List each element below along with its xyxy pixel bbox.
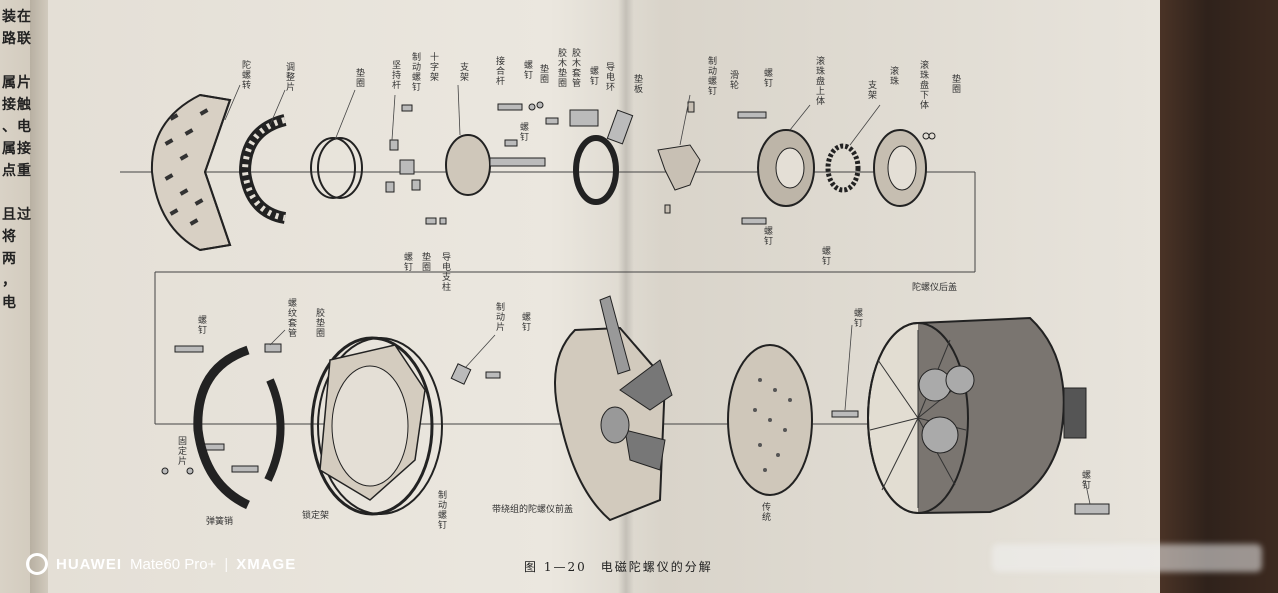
ball-race-upper-part	[737, 111, 815, 225]
label-ball-race-upper: 滚珠盘上体	[814, 56, 824, 106]
camera-watermark: HUAWEI Mate60 Pro+ | XMAGE	[26, 552, 296, 576]
label-brake-screw-b: 制动螺钉	[436, 490, 446, 530]
label-washer-1: 垫圈	[354, 68, 364, 88]
small-screws-part	[425, 101, 634, 225]
left-page-line: 且过	[2, 207, 32, 223]
left-page-line: 接触	[2, 97, 32, 113]
label-cross-frame: 十字架	[428, 52, 438, 82]
left-page-line: 属片	[2, 75, 32, 91]
label-pulley: 滑轮	[728, 70, 738, 90]
label-screw-2: 螺钉	[588, 66, 598, 86]
label-joint-rod: 接合杆	[494, 56, 504, 86]
table-surface	[1160, 0, 1278, 593]
label-gyro-rotor: 陀螺转	[240, 60, 250, 90]
label-bakelite-sleeve: 胶木套管	[570, 48, 580, 88]
brake-plate-part	[450, 363, 501, 385]
label-front-cover: 带绕组的陀螺仪前盖	[492, 505, 574, 515]
left-page-line: 装在	[2, 9, 32, 25]
camera-logo-icon	[26, 553, 48, 575]
watermark-brand: HUAWEI	[56, 555, 122, 573]
washer-rings-part	[310, 137, 363, 199]
blurred-overlay	[992, 544, 1262, 572]
label-brake-screw-2: 制动螺钉	[706, 56, 716, 96]
left-page-line: 点重	[2, 163, 32, 179]
locking-frame-part	[310, 336, 443, 516]
label-rear-cover: 陀螺仪后盖	[912, 283, 958, 293]
label-screw-b2: 螺钉	[520, 312, 530, 332]
threaded-sleeve-screw-part	[161, 343, 282, 475]
conductive-ring-part	[573, 135, 619, 205]
figure-caption: 图 1—20 电磁陀螺仪的分解	[524, 560, 713, 574]
left-page-line: 路联	[2, 31, 32, 47]
label-bracket-1: 支架	[458, 62, 468, 82]
label-ball-race-lower: 滚珠盘下体	[918, 60, 928, 110]
label-spring-pin: 弹簧销	[206, 517, 234, 527]
label-rubber-washer: 胶垫圈	[314, 308, 324, 338]
left-page-line: 将	[2, 229, 17, 245]
label-hold-rod: 坚持杆	[390, 60, 400, 90]
label-screw-mid-4: 螺钉	[402, 252, 412, 272]
ball-race-lower-part	[873, 129, 936, 207]
front-cover-part	[554, 295, 673, 522]
bracket-part	[445, 134, 546, 196]
label-fixing-piece: 固定片	[176, 436, 186, 466]
label-screw-b3: 螺钉	[852, 308, 862, 328]
label-brake-plate: 制动片	[494, 302, 504, 332]
ball-bearing-part	[825, 143, 861, 193]
cone-shield-part	[727, 344, 859, 496]
left-page-line: 两	[2, 251, 17, 267]
label-ball: 滚珠	[888, 66, 898, 86]
label-threaded-sleeve: 螺纹套管	[286, 298, 296, 338]
label-washer-mid: 垫圈	[420, 252, 430, 272]
watermark-tag: XMAGE	[236, 555, 297, 573]
left-page-line: ，	[2, 273, 17, 289]
label-screw-1: 螺钉	[522, 60, 532, 80]
label-conductive-post: 导电支柱	[440, 252, 450, 292]
left-page-line: 属接	[2, 141, 32, 157]
watermark-model: Mate60 Pro+	[130, 555, 217, 573]
label-pad-plate: 垫板	[632, 74, 642, 94]
label-screw-mid-1: 螺钉	[518, 122, 528, 142]
leader-lines	[224, 84, 1091, 505]
label-screw-3: 螺钉	[762, 68, 772, 88]
left-page-line: 、电	[2, 119, 32, 135]
label-washer-3: 垫圈	[950, 74, 960, 94]
label-screw-b4: 螺钉	[1080, 470, 1090, 490]
label-screw-mid-3: 螺钉	[820, 246, 830, 266]
label-cone: 传统	[760, 502, 770, 522]
label-screw-mid-2: 螺钉	[762, 226, 772, 246]
pulley-part	[657, 101, 701, 214]
label-washer-2: 垫圈	[538, 64, 548, 84]
label-conductive-ring: 导电环	[604, 62, 614, 92]
label-locking-frame: 锁定架	[302, 511, 330, 521]
watermark-separator: |	[224, 555, 229, 573]
label-bracket-2: 支架	[866, 80, 876, 100]
left-page-line: 电	[2, 295, 17, 311]
label-screw-b1: 螺钉	[196, 315, 206, 335]
label-adjustment-piece: 调整片	[284, 62, 294, 92]
rubber-ring-part	[193, 345, 285, 510]
rear-cover-part	[867, 316, 1110, 515]
label-bakelite-washer: 胶木垫圈	[556, 48, 566, 88]
cross-frame-part	[385, 104, 421, 193]
label-brake-screw-1: 制动螺钉	[410, 52, 420, 92]
rotor-part	[150, 93, 232, 252]
adjustment-ring-part	[238, 114, 287, 224]
